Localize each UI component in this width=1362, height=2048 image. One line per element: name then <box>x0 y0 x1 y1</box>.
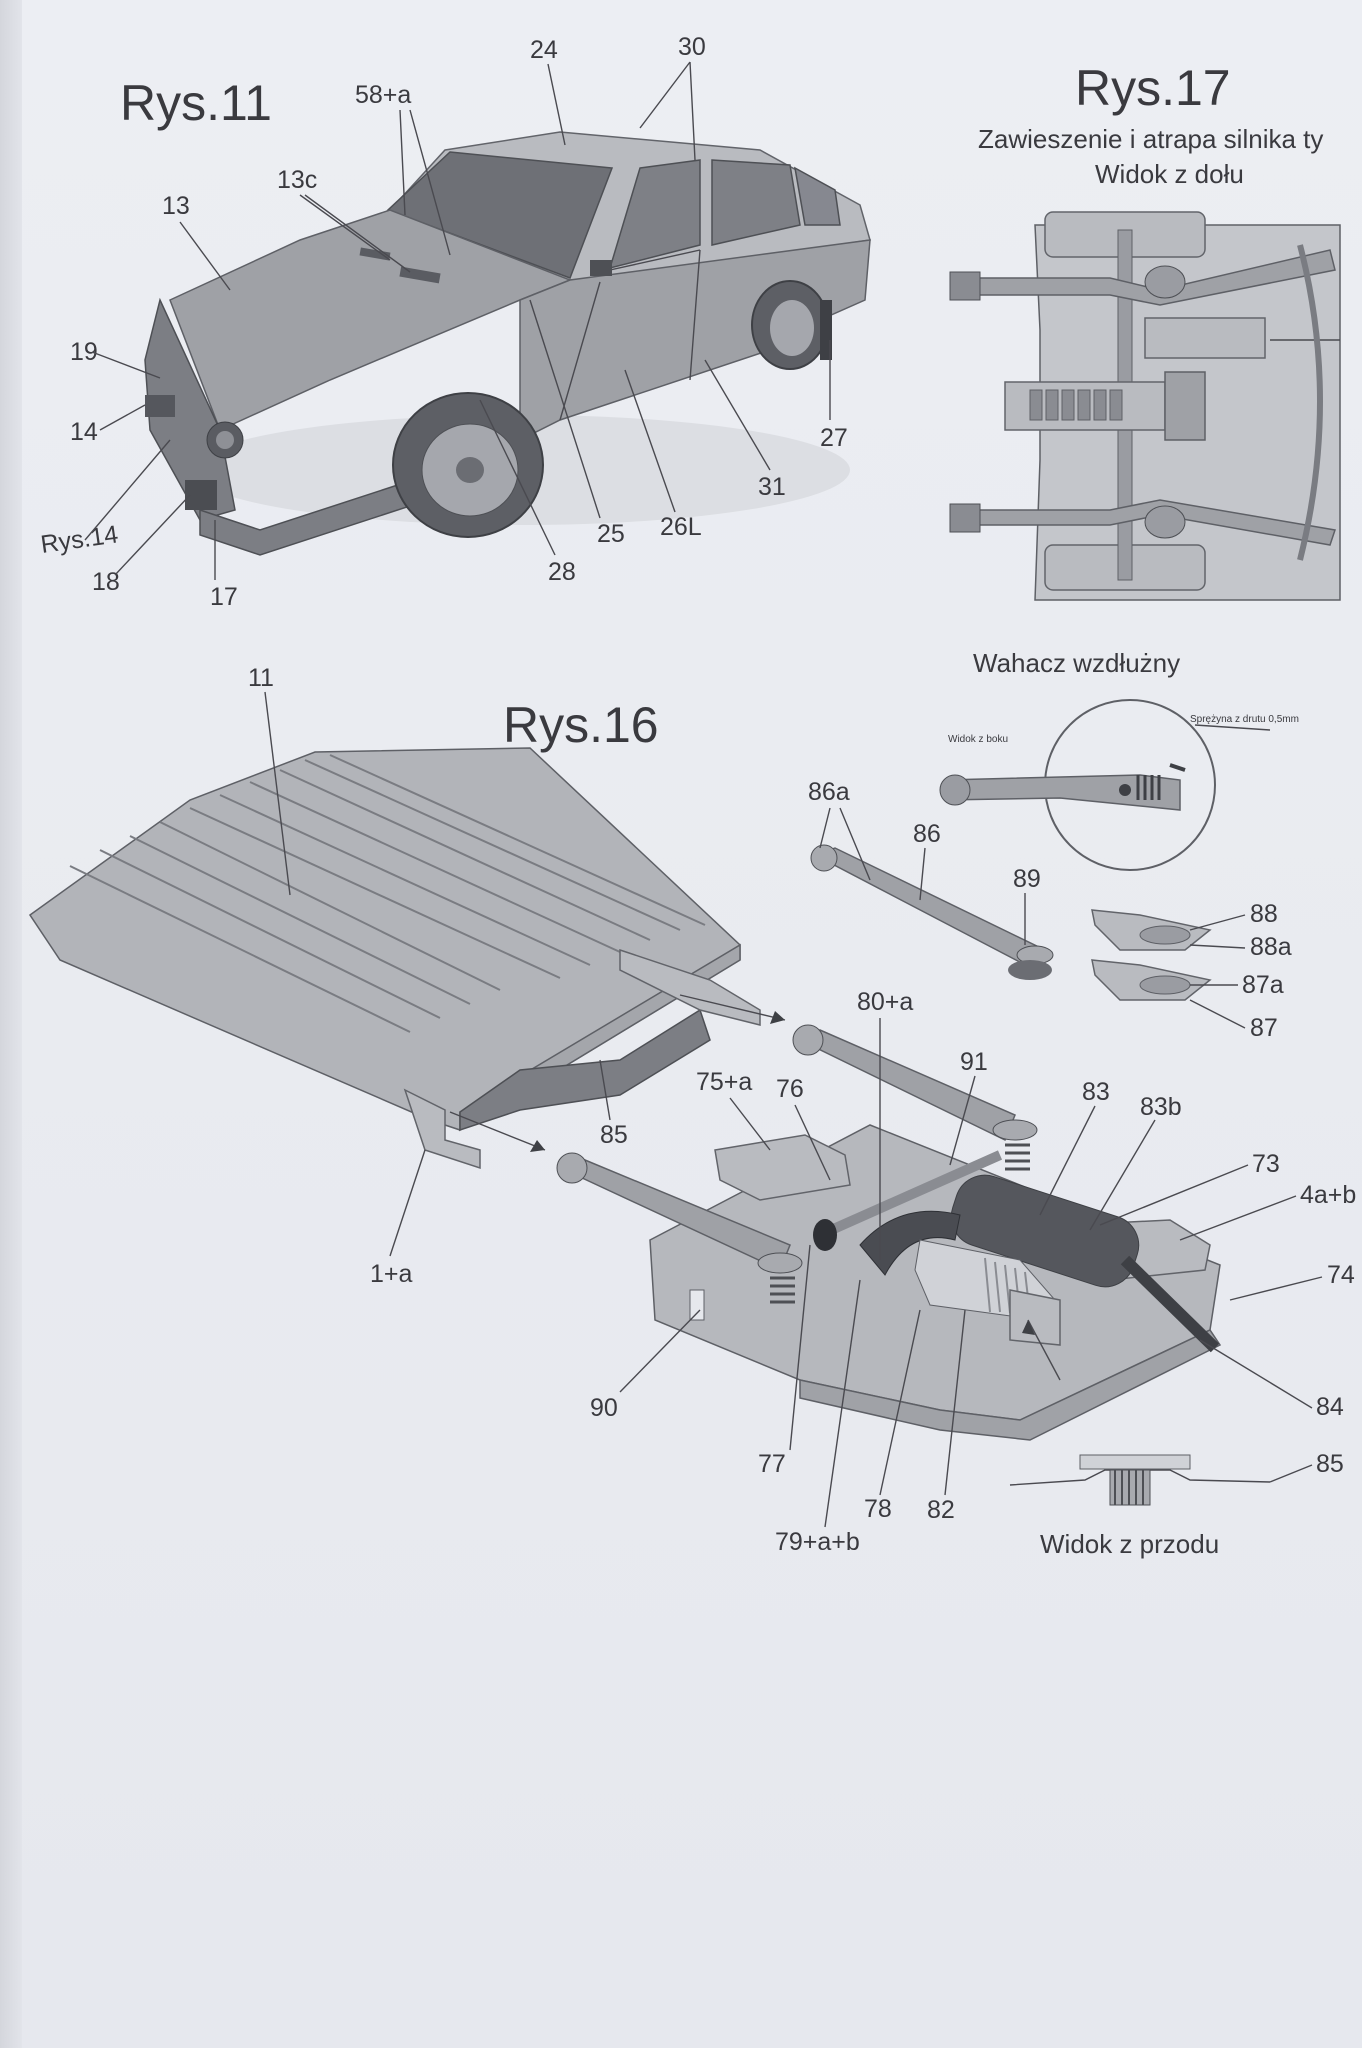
callout-78: 78 <box>864 1495 892 1523</box>
callout-82: 82 <box>927 1496 955 1524</box>
callout-85-front: 85 <box>1316 1450 1344 1478</box>
callout-17: 17 <box>210 583 238 611</box>
callout-87: 87 <box>1250 1014 1278 1042</box>
side-view-label: Widok z boku <box>948 734 1008 745</box>
front-wheel <box>392 392 544 538</box>
floor-panel-part-11 <box>28 747 761 1170</box>
callout-89: 89 <box>1013 865 1041 893</box>
rys16-leader-lines <box>264 691 1323 1528</box>
callout-11: 11 <box>248 664 274 692</box>
callout-73: 73 <box>1252 1150 1280 1178</box>
callout-30: 30 <box>678 33 706 61</box>
callout-86: 86 <box>913 820 941 848</box>
wahacz-title: Wahacz wzdłużny <box>973 648 1180 678</box>
rys17-underside-drawing <box>949 211 1341 601</box>
front-view-label: Widok z przodu <box>1040 1529 1219 1559</box>
rys11-title: Rys.11 <box>120 75 272 131</box>
callout-24: 24 <box>530 36 558 64</box>
callout-79ab: 79+a+b <box>775 1528 860 1556</box>
rys17-subtitle-line2: Widok z dołu <box>1095 159 1244 189</box>
rys11-callouts: 24 30 58+a 13c 13 19 14 Rys.14 18 17 28 … <box>39 33 848 611</box>
callout-27: 27 <box>820 424 848 452</box>
callout-13c: 13c <box>277 166 317 194</box>
callout-87a: 87a <box>1242 971 1284 999</box>
rys17-subtitle-line1: Zawieszenie i atrapa silnika ty <box>978 124 1323 154</box>
rear-wheel <box>751 280 832 370</box>
callout-25: 25 <box>597 520 625 548</box>
callout-77: 77 <box>758 1450 786 1478</box>
rys17-title: Rys.17 <box>1075 60 1231 116</box>
trailing-arm-parts <box>810 844 1212 1001</box>
callout-90: 90 <box>590 1394 618 1422</box>
callout-28: 28 <box>548 558 576 586</box>
callout-74: 74 <box>1327 1261 1355 1289</box>
front-view-detail <box>1009 1454 1271 1506</box>
page-gutter <box>0 0 22 2048</box>
callout-80a: 80+a <box>857 988 913 1016</box>
callout-1a: 1+a <box>370 1260 413 1288</box>
callout-4ab: 4a+b <box>1300 1181 1356 1209</box>
rear-axle-assembly <box>556 1024 1222 1441</box>
callout-75a: 75+a <box>696 1068 752 1096</box>
callout-86a: 86a <box>808 778 850 806</box>
callout-83b: 83b <box>1140 1093 1182 1121</box>
wahacz-side-view-detail <box>939 699 1271 871</box>
callout-84: 84 <box>1316 1393 1344 1421</box>
callout-88a: 88a <box>1250 933 1292 961</box>
rys11-car-drawing <box>144 131 871 556</box>
rys16-callouts: 11 86a 86 89 88 88a 87a 87 80+a 91 75+a … <box>248 664 1356 1556</box>
rys16-title: Rys.16 <box>503 697 659 753</box>
callout-13: 13 <box>162 192 190 220</box>
callout-rys14: Rys.14 <box>39 520 120 559</box>
callout-85: 85 <box>600 1121 628 1149</box>
callout-31: 31 <box>758 473 786 501</box>
callout-26L: 26L <box>660 513 702 541</box>
callout-83: 83 <box>1082 1078 1110 1106</box>
rys11-leader-lines <box>84 61 831 580</box>
callout-58a: 58+a <box>355 81 411 109</box>
callout-18: 18 <box>92 568 120 596</box>
insertion-arrows <box>449 994 786 1152</box>
callout-88: 88 <box>1250 900 1278 928</box>
callout-91: 91 <box>960 1048 988 1076</box>
spring-note: Sprężyna z drutu 0,5mm <box>1190 714 1299 725</box>
callout-14: 14 <box>70 418 98 446</box>
callout-76: 76 <box>776 1075 804 1103</box>
